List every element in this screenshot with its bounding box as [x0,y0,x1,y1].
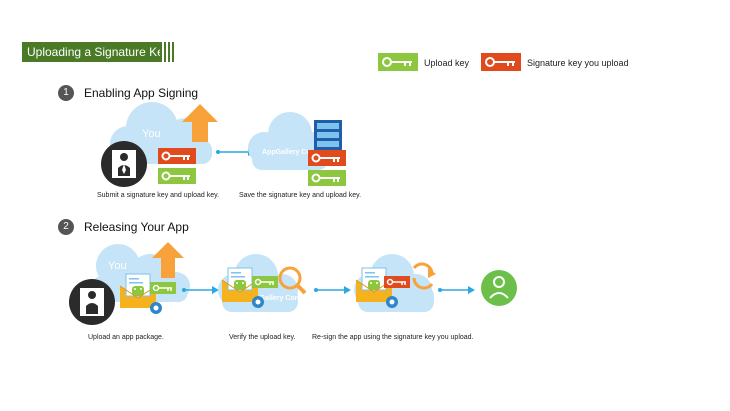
server-icon [314,120,342,150]
appgallery-cloud-label-2: AppGallery Connect [246,295,314,302]
verify-upload-key-icon [252,276,278,288]
step-1-number: 1 [58,85,74,101]
appgallery-cloud-label: AppGallery Connect [262,149,330,156]
upload-arrow-icon [182,104,218,142]
package-upload-key-icon [150,282,176,294]
developer-avatar-icon [101,141,147,187]
magnifier-icon [278,266,307,295]
page-title: Uploading a Signature Key [22,42,172,62]
title-stripes-decoration [160,42,174,62]
step-1-title: Enabling App Signing [84,86,199,100]
signature-key-icon [158,148,196,164]
signature-key-legend-icon [481,53,521,71]
flow-arrow-icon [182,286,219,294]
you-cloud-label: You [142,128,161,140]
flow-arrow-icon [314,286,351,294]
developer-avatar-icon [69,279,115,325]
stored-signature-key-icon [308,150,346,166]
upload-key-legend-icon [378,53,418,71]
step-2-caption-resign: Re-sign the app using the signature key … [312,334,474,341]
upload-key-legend-label: Upload key [424,58,470,68]
step-2-diagram: You AppGallery Connect [69,242,517,325]
step-1-caption-save: Save the signature key and upload key. [239,192,362,199]
step-2-number: 2 [58,219,74,235]
upload-arrow-icon [152,242,184,278]
stored-upload-key-icon [308,170,346,186]
upload-key-icon [158,168,196,184]
flow-arrow-icon [438,286,475,294]
signature-key-legend-label: Signature key you upload [527,58,629,68]
end-user-avatar-icon [481,270,517,306]
step-2-title: Releasing Your App [84,220,189,234]
you-cloud-label-2: You [108,260,127,272]
step-2-caption-verify: Verify the upload key. [229,334,296,341]
step-1-caption-submit: Submit a signature key and upload key. [97,192,220,199]
resign-signature-key-icon [384,276,410,288]
step-1-diagram: You AppGallery Connect [101,102,346,187]
step-2-caption-upload: Upload an app package. [88,334,164,341]
